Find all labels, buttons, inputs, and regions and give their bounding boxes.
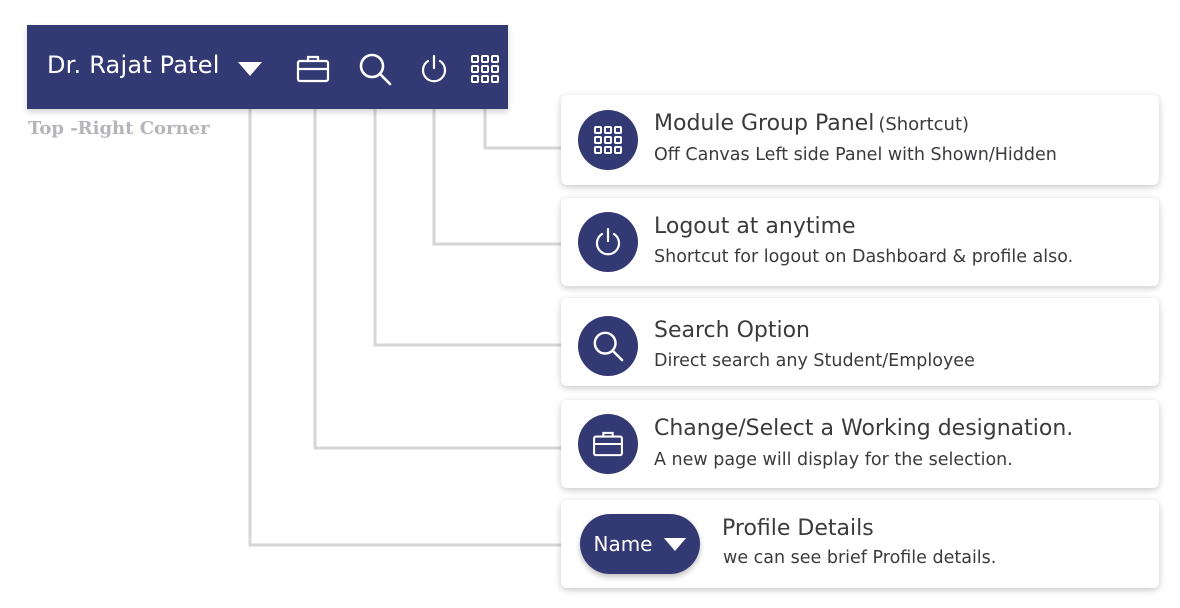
card-search-option: Search Option Direct search any Student/… xyxy=(561,298,1159,386)
connector-grid xyxy=(483,92,561,150)
card-profile-details: Name Profile Details we can see brief Pr… xyxy=(561,500,1159,588)
connector-search xyxy=(373,92,561,347)
user-name[interactable]: Dr. Rajat Patel xyxy=(47,51,220,79)
card-logout: Logout at anytime Shortcut for logout on… xyxy=(561,198,1159,286)
connector-power xyxy=(432,92,561,246)
search-icon[interactable] xyxy=(357,53,393,86)
card-description: A new page will display for the selectio… xyxy=(654,450,1013,470)
card-title: Logout at anytime xyxy=(654,214,856,239)
corner-caption: Top -Right Corner xyxy=(28,118,210,139)
card-module-group-panel: Module Group Panel(Shortcut) Off Canvas … xyxy=(561,95,1159,185)
card-title: Module Group Panel(Shortcut) xyxy=(654,111,969,136)
search-icon xyxy=(578,316,638,376)
grid-icon[interactable] xyxy=(467,53,503,85)
power-icon[interactable] xyxy=(416,53,452,85)
card-description: Direct search any Student/Employee xyxy=(654,351,975,371)
card-title: Search Option xyxy=(654,318,810,343)
card-description: Off Canvas Left side Panel with Shown/Hi… xyxy=(654,145,1057,165)
chevron-down-icon xyxy=(663,537,686,551)
card-description: Shortcut for logout on Dashboard & profi… xyxy=(654,247,1074,267)
chevron-down-icon[interactable] xyxy=(232,53,268,85)
grid-icon xyxy=(578,110,638,170)
card-title-text: Module Group Panel xyxy=(654,111,875,136)
top-bar: Dr. Rajat Patel xyxy=(27,25,508,109)
card-working-designation: Change/Select a Working designation. A n… xyxy=(561,400,1159,488)
name-pill: Name xyxy=(580,514,700,574)
card-title: Change/Select a Working designation. xyxy=(654,416,1074,441)
card-description: we can see brief Profile details. xyxy=(723,548,997,568)
briefcase-icon xyxy=(578,414,638,474)
connector-briefcase xyxy=(313,92,561,450)
card-title-tag: (Shortcut) xyxy=(878,114,970,135)
connector-name xyxy=(248,92,561,547)
name-pill-label: Name xyxy=(593,532,653,556)
power-icon xyxy=(578,212,638,272)
card-title: Profile Details xyxy=(722,516,874,541)
briefcase-icon[interactable] xyxy=(295,53,331,85)
